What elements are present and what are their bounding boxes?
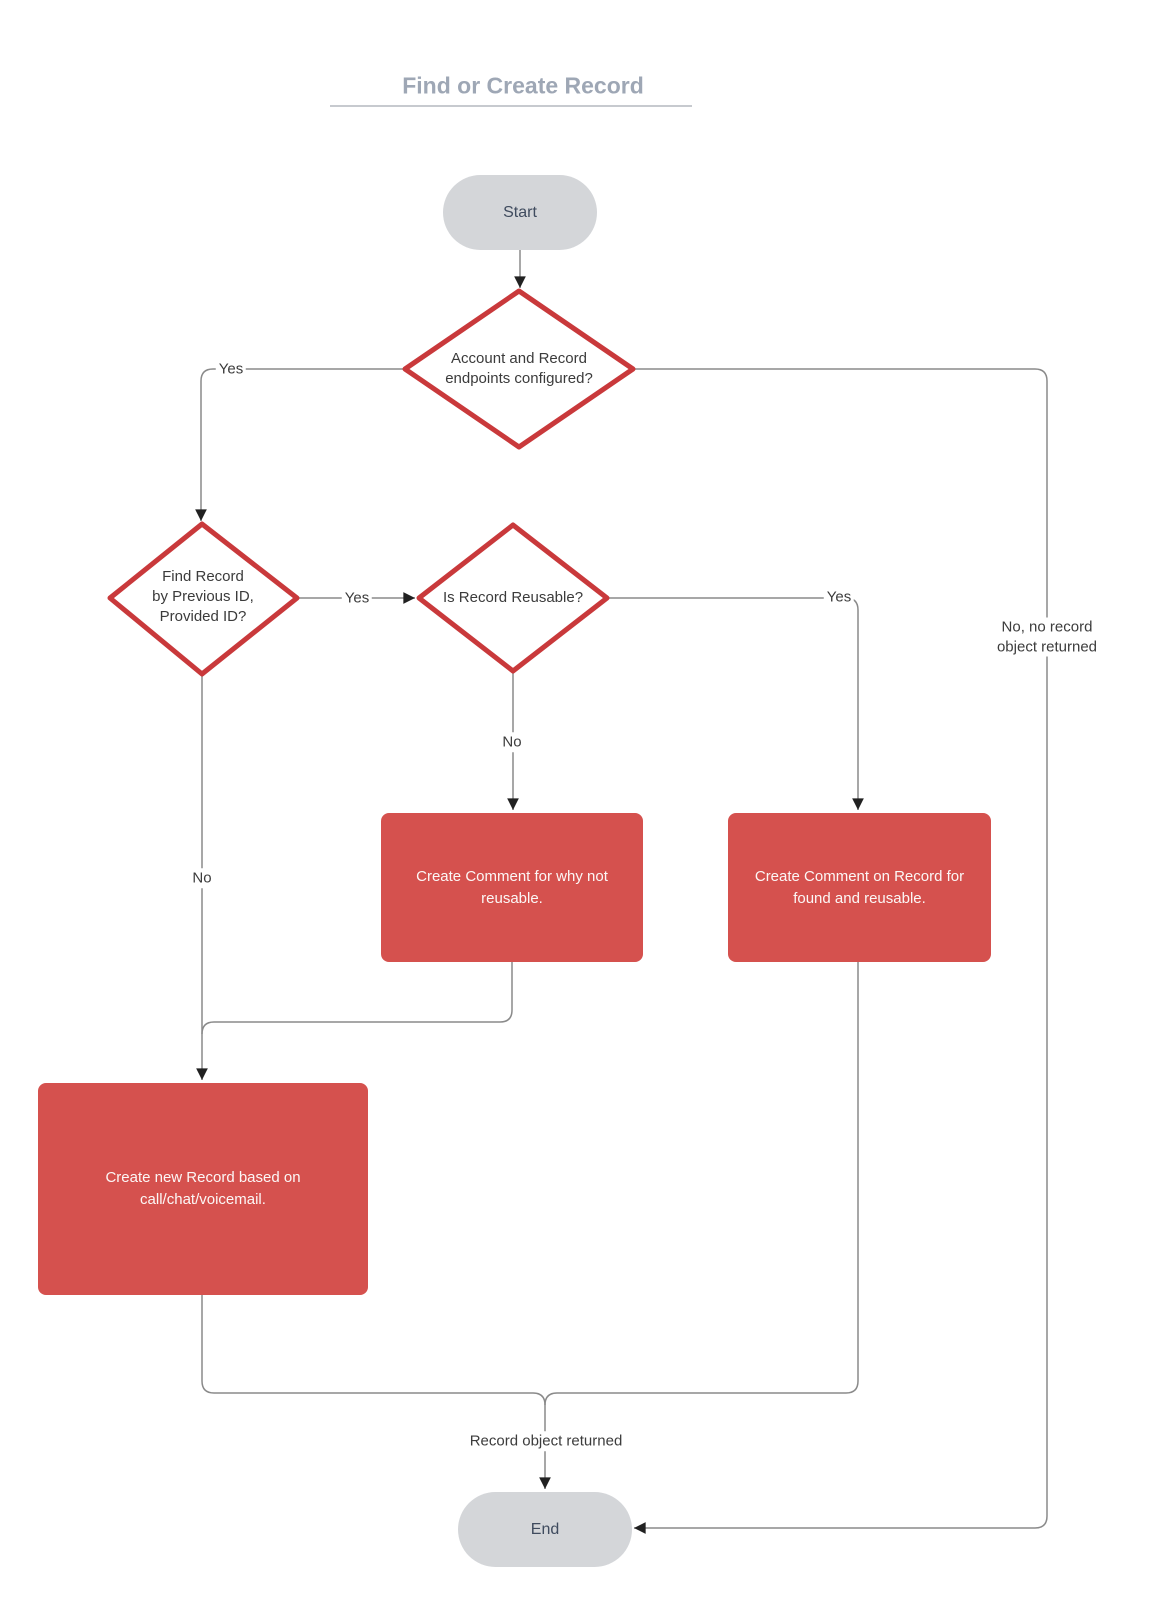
end-node: End — [458, 1492, 632, 1567]
create-new-record-label: Create new Record based on call/chat/voi… — [105, 1169, 301, 1208]
edge-endpoints-no-to-end — [633, 368, 1048, 1534]
edge-label-reusable-no: No — [499, 732, 525, 752]
decision-reusable-shape — [416, 522, 610, 674]
decision-find-record-shape — [107, 521, 300, 677]
decision-endpoints-label: Account and Record endpoints configured? — [445, 350, 593, 387]
edge-label-find-record-yes: Yes — [341, 588, 373, 608]
end-label: End — [530, 1520, 560, 1538]
start-label: Start — [503, 203, 537, 221]
decision-endpoints-shape — [402, 288, 636, 450]
comment-not-reusable-node: Create Comment for why not reusable. — [381, 813, 643, 962]
edge-label-reusable-yes: Yes — [823, 587, 855, 607]
decision-reusable-label: Is Record Reusable? — [442, 589, 584, 607]
edge-endpoints-yes-to-find-record — [195, 368, 405, 521]
edge-create-record-to-end — [201, 1295, 551, 1489]
title-underline — [330, 105, 692, 107]
edge-label-find-record-no: No — [189, 868, 215, 888]
edge-label-endpoints-no: No, no record object returned — [985, 617, 1109, 657]
edge-label-record-returned: Record object returned — [466, 1431, 626, 1451]
decision-find-record-label: Find Record by Previous ID, Provided ID? — [152, 568, 254, 625]
comment-found-reusable-label: Create Comment on Record for found and r… — [754, 867, 965, 907]
edge-comment-found-to-end — [544, 962, 859, 1406]
edge-reusable-yes-to-comment — [607, 597, 864, 810]
page-title: Find or Create Record — [402, 72, 644, 99]
comment-found-reusable-node: Create Comment on Record for found and r… — [728, 813, 991, 962]
edge-comment-not-reusable-to-create-record — [201, 962, 513, 1035]
comment-not-reusable-label: Create Comment for why not reusable. — [416, 867, 608, 907]
edge-label-endpoints-yes: Yes — [215, 359, 247, 379]
decision-shapes — [107, 288, 636, 677]
create-new-record-node: Create new Record based on call/chat/voi… — [38, 1083, 368, 1295]
start-node: Start — [443, 175, 597, 250]
